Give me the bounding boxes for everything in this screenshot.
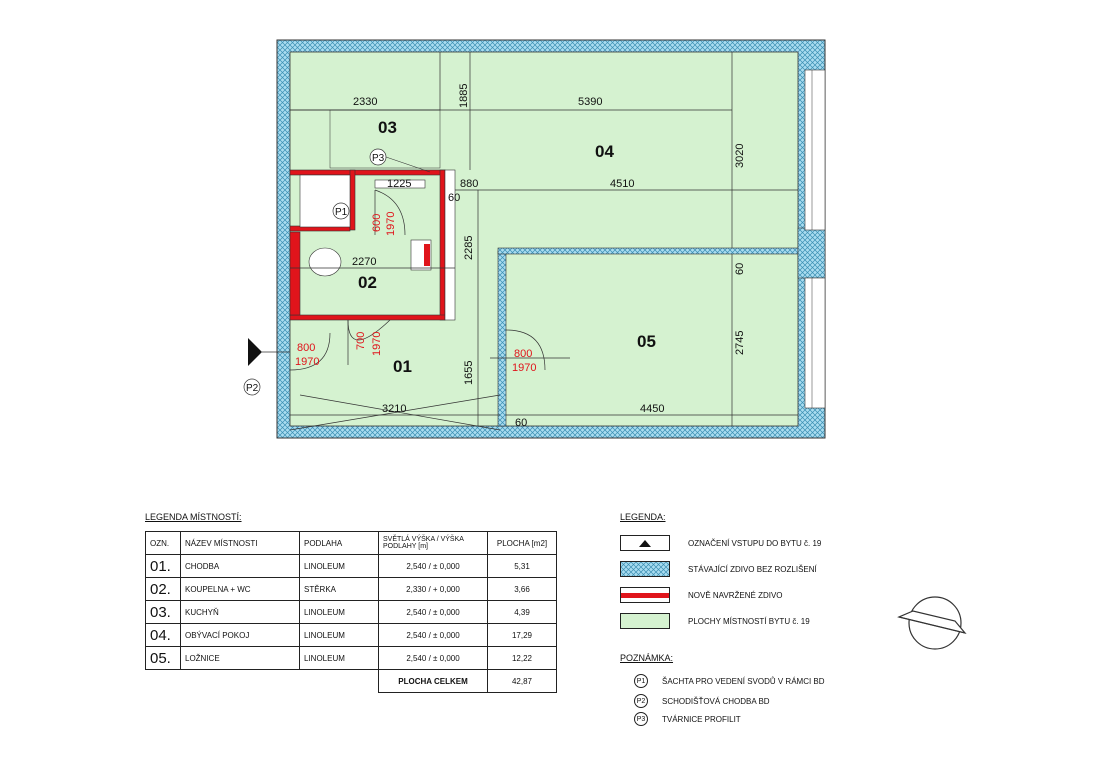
row-height: 2,540 / ± 0,000 [378, 600, 488, 624]
entry-arrow-icon [248, 338, 262, 366]
row-floor: LINOLEUM [299, 646, 379, 670]
door-bath-width: 600 [371, 214, 383, 232]
new-walls [289, 169, 446, 321]
header-floor: PODLAHA [299, 531, 379, 555]
dim-60-c: 60 [515, 417, 527, 429]
tag-p1: P1 [335, 207, 348, 218]
row-name: OBÝVACÍ POKOJ [180, 623, 300, 647]
north-arrow-icon [897, 596, 967, 650]
header-area: PLOCHA [m2] [487, 531, 557, 555]
door-wc-width: 700 [355, 332, 367, 350]
room-label-05: 05 [637, 332, 656, 351]
hatch-swatch [620, 561, 670, 577]
notes-title: POZNÁMKA: [620, 653, 674, 663]
door-wc-height: 1970 [371, 332, 383, 356]
room-label-03: 03 [378, 118, 397, 137]
room-label-02: 02 [358, 273, 377, 292]
legend-item: NOVĚ NAVRŽENÉ ZDIVO [620, 584, 783, 606]
entry-triangle-icon [620, 535, 670, 551]
dim-60-a: 60 [448, 192, 460, 204]
row-area: 17,29 [487, 623, 557, 647]
note-tag: P1 [634, 674, 648, 688]
room-legend-title: LEGENDA MÍSTNOSTÍ: [145, 512, 242, 522]
note-tag: P3 [634, 712, 648, 726]
row-area: 3,66 [487, 577, 557, 601]
dim-2745: 2745 [734, 331, 746, 355]
row-name: LOŽNICE [180, 646, 300, 670]
legend-item: OZNAČENÍ VSTUPU DO BYTU č. 19 [620, 532, 821, 554]
dim-5390: 5390 [578, 96, 602, 108]
dim-2330: 2330 [353, 96, 377, 108]
dim-3210: 3210 [382, 403, 406, 415]
dim-3020: 3020 [734, 144, 746, 168]
note-tag: P2 [634, 694, 648, 708]
table-total-row: PLOCHA CELKEM 42,87 [146, 669, 557, 693]
row-floor: LINOLEUM [299, 623, 379, 647]
row-height: 2,330 / + 0,000 [378, 577, 488, 601]
row-area: 12,22 [487, 646, 557, 670]
door-bed-width: 800 [514, 348, 532, 360]
row-num: 05. [145, 646, 181, 670]
row-floor: LINOLEUM [299, 600, 379, 624]
total-label: PLOCHA CELKEM [378, 669, 488, 693]
row-name: KOUPELNA + WC [180, 577, 300, 601]
dim-2270: 2270 [352, 256, 376, 268]
dim-60-b: 60 [734, 263, 746, 275]
row-floor: STĚRKA [299, 577, 379, 601]
row-height: 2,540 / ± 0,000 [378, 623, 488, 647]
door-entry-width: 800 [297, 342, 315, 354]
floor-plan: 03 04 02 01 05 2330 5390 1885 3020 1225 … [243, 39, 826, 439]
legend-item: PLOCHY MÍSTNOSTÍ BYTU č. 19 [620, 610, 810, 632]
room-legend-table: OZN. NÁZEV MÍSTNOSTI PODLAHA SVĚTLÁ VÝŠK… [145, 531, 557, 693]
dim-880: 880 [460, 178, 478, 190]
total-value: 42,87 [487, 669, 557, 693]
row-num: 02. [145, 577, 181, 601]
green-area-swatch [620, 613, 670, 629]
header-ozn: OZN. [145, 531, 181, 555]
row-area: 4,39 [487, 600, 557, 624]
tag-p3: P3 [372, 153, 385, 164]
row-height: 2,540 / ± 0,000 [378, 646, 488, 670]
row-area: 5,31 [487, 554, 557, 578]
row-name: CHODBA [180, 554, 300, 578]
dim-1655: 1655 [463, 361, 475, 385]
legend-item: STÁVAJÍCÍ ZDIVO BEZ ROZLIŠENÍ [620, 558, 817, 580]
room-label-01: 01 [393, 357, 412, 376]
row-num: 04. [145, 623, 181, 647]
room-label-04: 04 [595, 142, 614, 161]
table-row: 04. OBÝVACÍ POKOJ LINOLEUM 2,540 / ± 0,0… [145, 623, 557, 647]
dim-1885: 1885 [458, 84, 470, 108]
dim-2285: 2285 [463, 236, 475, 260]
table-row: 05. LOŽNICE LINOLEUM 2,540 / ± 0,000 12,… [145, 646, 557, 670]
legend-title: LEGENDA: [620, 512, 666, 522]
dim-4450: 4450 [640, 403, 664, 415]
table-row: 03. KUCHYŇ LINOLEUM 2,540 / ± 0,000 4,39 [145, 600, 557, 624]
door-bed-height: 1970 [512, 362, 536, 374]
table-header: OZN. NÁZEV MÍSTNOSTI PODLAHA SVĚTLÁ VÝŠK… [145, 531, 557, 555]
tag-p2: P2 [246, 383, 259, 394]
row-name: KUCHYŇ [180, 600, 300, 624]
dim-4510: 4510 [610, 178, 634, 190]
table-row: 01. CHODBA LINOLEUM 2,540 / ± 0,000 5,31 [145, 554, 557, 578]
door-entry-height: 1970 [295, 356, 319, 368]
row-num: 01. [145, 554, 181, 578]
table-row: 02. KOUPELNA + WC STĚRKA 2,330 / + 0,000… [145, 577, 557, 601]
header-name: NÁZEV MÍSTNOSTI [180, 531, 300, 555]
row-floor: LINOLEUM [299, 554, 379, 578]
red-wall-swatch [620, 587, 670, 603]
row-num: 03. [145, 600, 181, 624]
door-bath-height: 1970 [385, 212, 397, 236]
dim-1225: 1225 [387, 178, 411, 190]
row-height: 2,540 / ± 0,000 [378, 554, 488, 578]
apartment-floor [289, 51, 799, 427]
header-height: SVĚTLÁ VÝŠKA / VÝŠKA PODLAHY [m] [378, 531, 488, 555]
